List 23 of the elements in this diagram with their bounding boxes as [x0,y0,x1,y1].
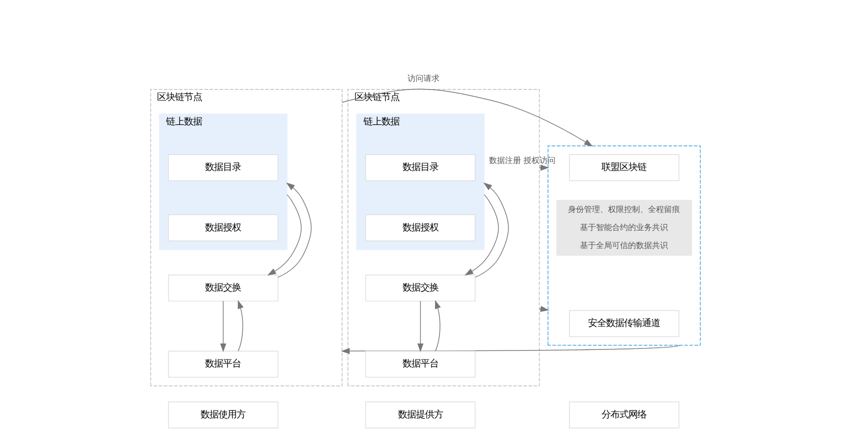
node-box: 联盟区块链 [568,154,679,182]
arrow [220,300,226,352]
arrow [434,300,440,352]
node-box: 安全数据传输通道 [568,310,679,337]
cluster [547,146,700,346]
node-box: 数据授权 [364,214,476,242]
arrow [474,182,508,278]
node-box: 数据目录 [168,154,278,182]
node-box: 数据授权 [168,214,278,242]
arrow [266,194,302,276]
arrow [416,300,423,352]
arrow [277,182,312,278]
arrow [237,300,244,352]
node-box: 数据交换 [168,274,278,302]
node-box: 数据交换 [364,274,476,302]
node-box: 数据平台 [364,350,476,378]
arrow [464,194,498,276]
node-box: 数据提供方 [364,402,476,428]
node-box: 数据目录 [364,154,476,182]
node-box: 分布式网络 [568,402,679,428]
arrow [341,88,592,146]
node-box: 数据使用方 [168,402,278,428]
node-box: 数据平台 [168,350,278,378]
